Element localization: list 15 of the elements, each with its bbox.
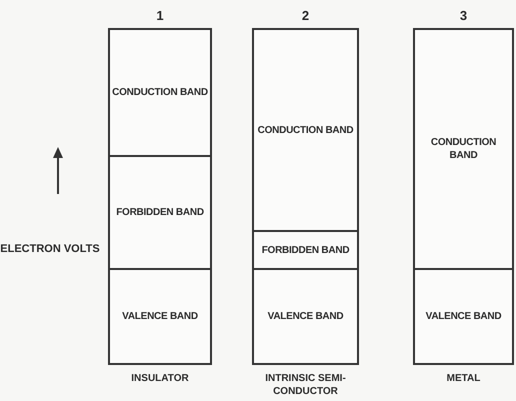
- band-label: FORBIDDEN BAND: [116, 206, 204, 219]
- band-label: VALENCE BAND: [426, 310, 502, 323]
- column-number: 3: [460, 8, 468, 25]
- band-label: VALENCE BAND: [268, 310, 344, 323]
- band-label: CONDUCTION BAND: [112, 86, 208, 99]
- material-caption: INTRINSIC SEMI-CONDUCTOR: [264, 372, 347, 398]
- band-label: FORBIDDEN BAND: [262, 244, 350, 256]
- column-number: 1: [156, 8, 164, 25]
- material-caption: METAL: [446, 372, 482, 385]
- band-label: VALENCE BAND: [122, 310, 198, 323]
- axis-label: ELECTRON VOLTS: [0, 242, 100, 256]
- column-number: 2: [302, 8, 310, 25]
- band-label: CONDUCTION BAND: [430, 136, 498, 162]
- band-label: CONDUCTION BAND: [258, 124, 354, 136]
- material-caption: INSULATOR: [130, 372, 190, 385]
